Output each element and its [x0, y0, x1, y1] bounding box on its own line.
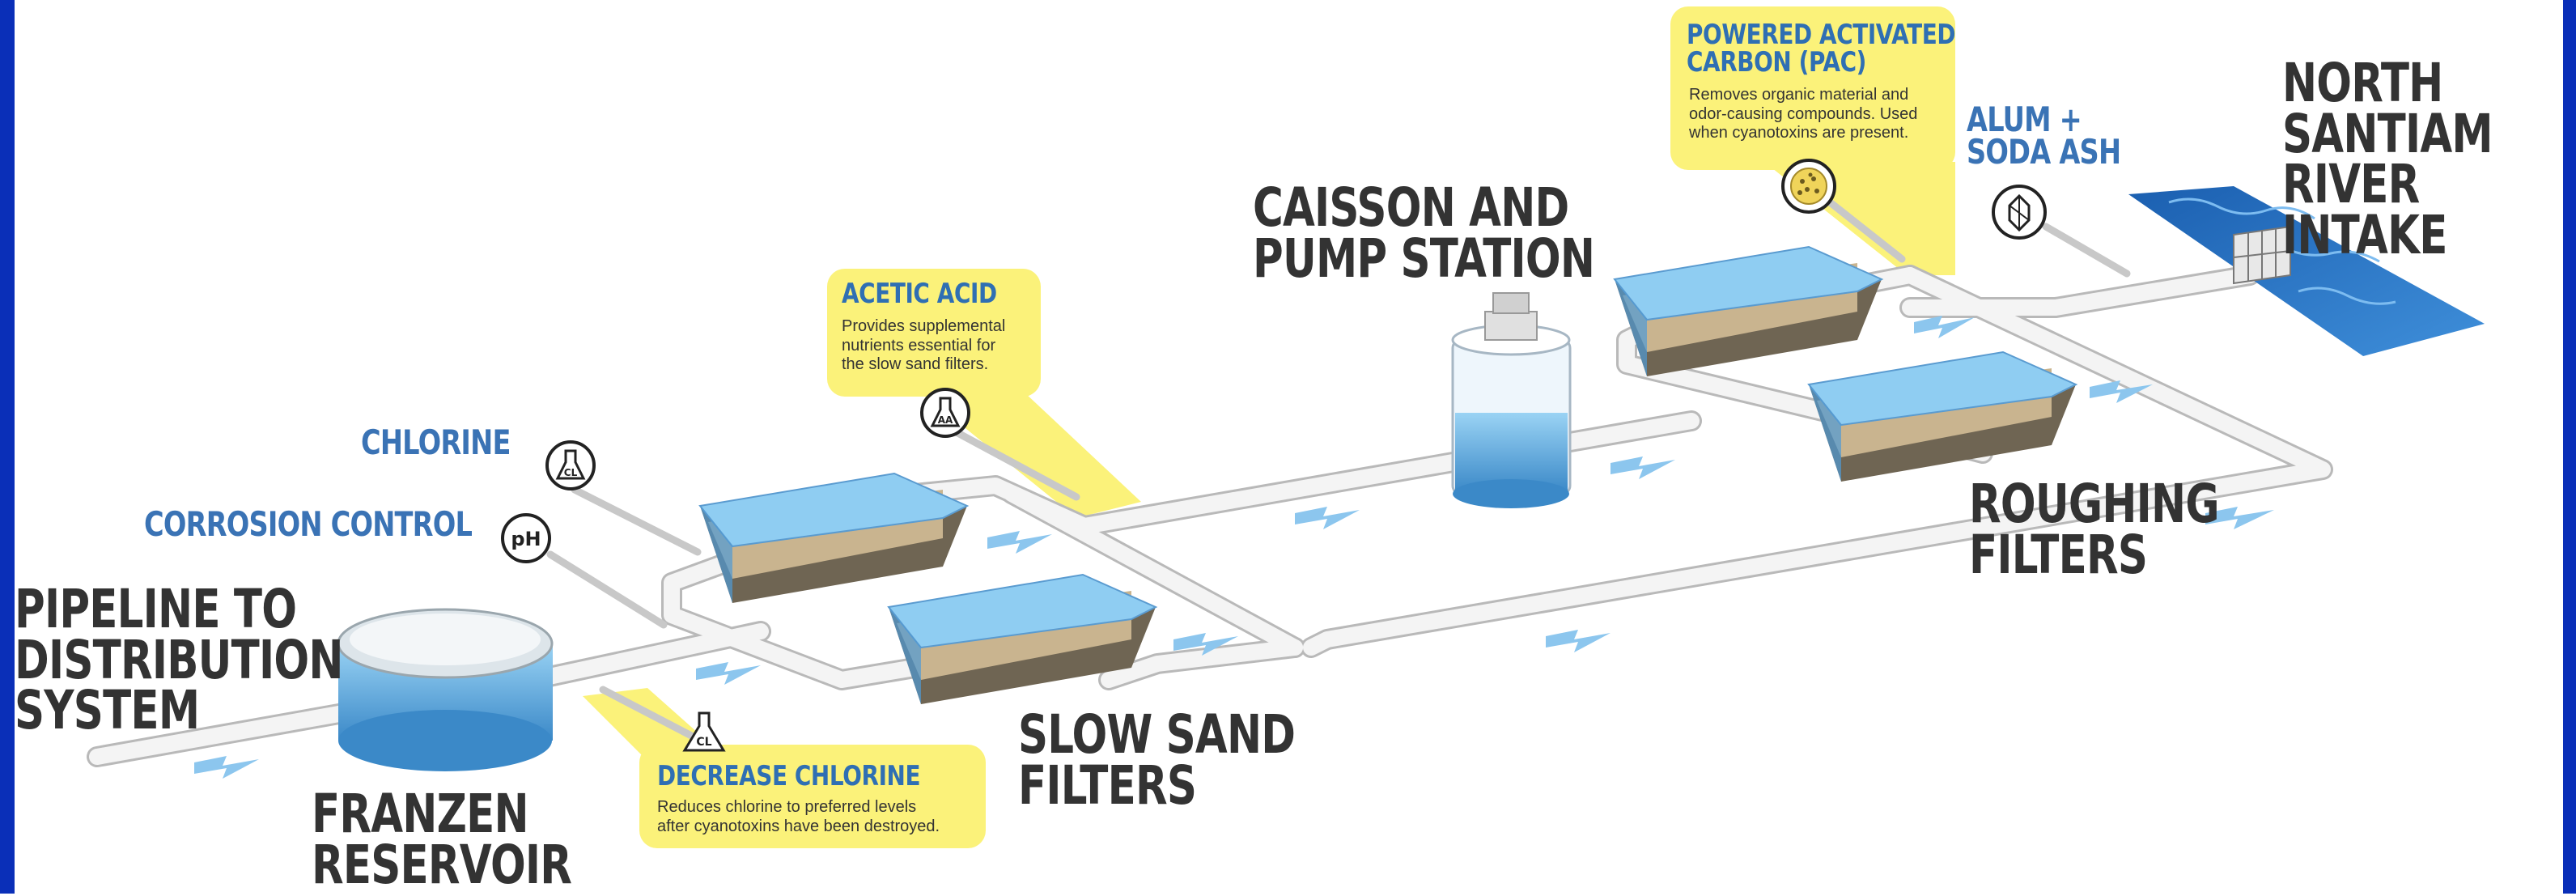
pac-callout	[1670, 6, 1955, 170]
franzen-reservoir-label: FRANZEN RESERVOIR	[312, 783, 572, 896]
flask-icon: CL	[682, 711, 726, 752]
corrosion-control-label: CORROSION CONTROL	[144, 504, 473, 544]
river	[2128, 186, 2485, 356]
flow-arrow	[1546, 630, 1611, 652]
decrease-chlorine-callout-title: DECREASE CHLORINE	[657, 760, 921, 792]
flow-arrow	[1173, 633, 1238, 656]
caisson-pump-station	[1451, 292, 1572, 508]
crystal-icon	[1992, 185, 2047, 240]
flow-arrow	[1295, 507, 1360, 529]
arrow-icon	[599, 686, 700, 742]
decrease-beam	[583, 688, 720, 761]
left-frame-bar	[0, 0, 15, 894]
acetic-acid-callout-desc: Provides supplemental nutrients essentia…	[842, 317, 1006, 374]
slow-sand-filters-label: SLOW SAND FILTERS	[1018, 703, 1296, 817]
pac-callout-desc: Removes organic material and odor-causin…	[1689, 86, 1918, 142]
carbon-dot-icon	[1781, 159, 1836, 214]
roughing-filter-lower	[1807, 350, 2078, 482]
decrease-icon-text: CL	[696, 736, 711, 749]
flask-icon: CL	[545, 440, 596, 490]
flow-arrows	[194, 316, 2274, 779]
alum-soda-ash-label: ALUM + SODA ASH	[1967, 100, 2121, 172]
arrow-icon	[2042, 223, 2131, 278]
chlorine-label: CHLORINE	[361, 423, 511, 462]
river-wave	[2168, 197, 2315, 220]
acetic-acid-callout	[827, 269, 1041, 397]
flow-arrow	[987, 531, 1052, 554]
ph-icon-text: pH	[511, 528, 541, 550]
chlorine-icon-text: CL	[564, 467, 578, 478]
franzen-reservoir	[337, 608, 554, 771]
flow-arrow	[696, 662, 761, 685]
arrow-icon	[949, 427, 1080, 501]
flow-arrow	[194, 756, 259, 779]
acetic-icon-text: AA	[938, 414, 953, 426]
roughing-filters-label: ROUGHING FILTERS	[1969, 473, 2220, 586]
arrow-icon	[1821, 194, 1906, 263]
river-surface	[2128, 186, 2485, 356]
pipeline-label: PIPELINE TO DISTRIBUTION SYSTEM	[15, 578, 343, 742]
decrease-chlorine-callout	[639, 745, 986, 848]
flask-icon: AA	[920, 388, 970, 438]
flow-arrow	[2090, 380, 2153, 403]
pac-callout-title: POWERED ACTIVATED CARBON (PAC)	[1687, 19, 1956, 79]
decrease-chlorine-callout-desc: Reduces chlorine to preferred levels aft…	[657, 798, 940, 835]
injection-arrows	[546, 194, 2131, 742]
arrow-icon	[571, 486, 702, 556]
acetic-acid-callout-title: ACETIC ACID	[842, 278, 997, 310]
intake-screen-icon	[2233, 225, 2291, 285]
river-intake-label: NORTH SANTIAM RIVER INTAKE	[2282, 52, 2493, 267]
flow-arrow	[1914, 316, 1975, 338]
right-frame-bar	[2563, 0, 2576, 894]
roughing-filter-upper	[1613, 245, 1884, 376]
flow-arrow	[2205, 507, 2274, 529]
ph-icon: pH	[501, 513, 551, 563]
slow-sand-filter-upper	[698, 472, 970, 603]
caisson-pump-station-label: CAISSON AND PUMP STATION	[1253, 176, 1595, 290]
flow-arrow	[1611, 456, 1675, 479]
arrow-icon	[546, 550, 668, 629]
slow-sand-filter-lower	[887, 573, 1158, 704]
